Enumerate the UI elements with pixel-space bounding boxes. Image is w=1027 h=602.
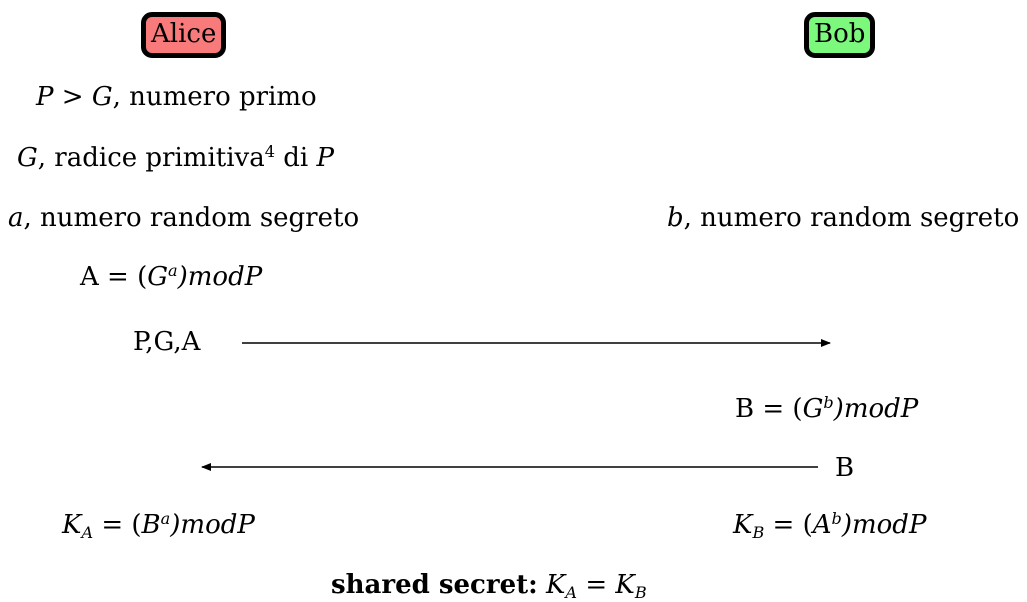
- message-to-alice-label: B: [835, 453, 855, 483]
- message-to-bob-label: P,G,A: [133, 327, 201, 357]
- alice-key: KA = (Ba)modP: [62, 509, 255, 543]
- footnote-marker: 4: [264, 142, 275, 162]
- alice-secret: a, numero random segreto: [8, 203, 360, 233]
- primitive-root: G, radice primitiva4 di P: [17, 142, 334, 173]
- bob-secret: b, numero random segreto: [667, 203, 1020, 233]
- bob-key: KB = (Ab)modP: [733, 509, 927, 543]
- bob-box: Bob: [804, 12, 876, 58]
- alice-public-value: A = (Ga)modP: [80, 261, 263, 292]
- bob-public-value: B = (Gb)modP: [735, 393, 919, 424]
- prime-condition: P > G, numero primo: [36, 82, 317, 112]
- shared-secret: shared secret: KA = KB: [331, 570, 647, 602]
- alice-box: Alice: [141, 12, 227, 58]
